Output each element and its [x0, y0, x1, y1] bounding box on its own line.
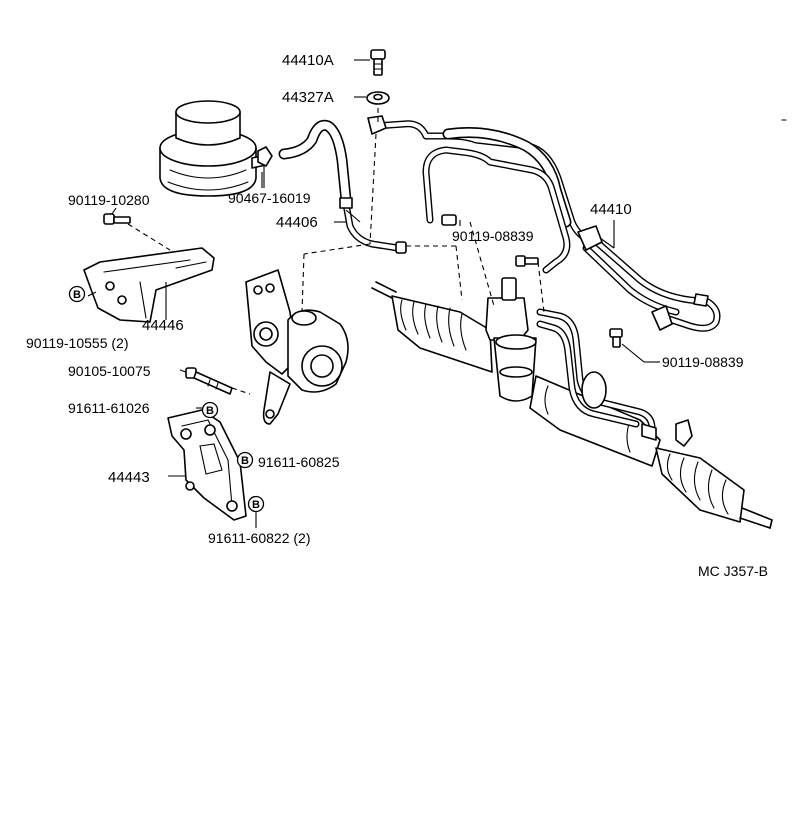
reservoir-tank — [159, 100, 267, 197]
assembly-dashed-lines — [127, 108, 545, 395]
pressure-feed-line-44410 — [367, 115, 721, 332]
label-44443: 44443 — [108, 469, 150, 486]
label-90105-10075: 90105-10075 — [68, 363, 151, 379]
badge-b-91611-61026: B — [201, 401, 219, 419]
label-90119-10555: 90119-10555 (2) — [26, 335, 128, 351]
pump-bracket-44446 — [83, 247, 215, 323]
svg-text:B: B — [241, 455, 249, 467]
label-90467-16019: 90467-16019 — [228, 190, 311, 206]
bolt-90119-10280 — [103, 213, 131, 225]
label-44410: 44410 — [590, 201, 632, 218]
label-44446: 44446 — [142, 317, 184, 334]
label-44406: 44406 — [276, 214, 318, 231]
label-90119-10280: 90119-10280 — [68, 192, 150, 208]
steering-gear-rack — [371, 277, 773, 529]
gasket-44327A — [366, 91, 390, 105]
label-91611-60822: 91611-60822 (2) — [208, 530, 310, 546]
label-44327A: 44327A — [282, 89, 334, 106]
svg-text:B: B — [206, 405, 214, 417]
power-steering-pump — [245, 269, 349, 425]
svg-text:B: B — [252, 499, 260, 511]
badge-b-91611-60822: B — [247, 495, 265, 513]
badge-b-91611-60825: B — [236, 451, 254, 469]
svg-text:B: B — [73, 289, 81, 301]
diagram-code: MC J357-B — [698, 563, 768, 579]
hose-clip-90467 — [257, 146, 273, 188]
label-90119-08839-a: 90119-08839 — [452, 228, 534, 244]
label-91611-60825: 91611-60825 — [258, 454, 340, 470]
badge-b-90119-10555: B — [68, 285, 86, 303]
bolt-90119-08839-b — [609, 328, 660, 363]
label-44410A: 44410A — [282, 52, 334, 69]
bolt-90105-10075 — [185, 367, 233, 395]
label-91611-61026: 91611-61026 — [68, 400, 150, 416]
bolt-90119-08839-a — [459, 220, 539, 267]
union-bolt-44410A — [370, 49, 386, 76]
return-hose-44406 — [278, 119, 407, 254]
label-90119-08839-b: 90119-08839 — [662, 354, 744, 370]
pump-bracket-44443 — [167, 409, 247, 521]
